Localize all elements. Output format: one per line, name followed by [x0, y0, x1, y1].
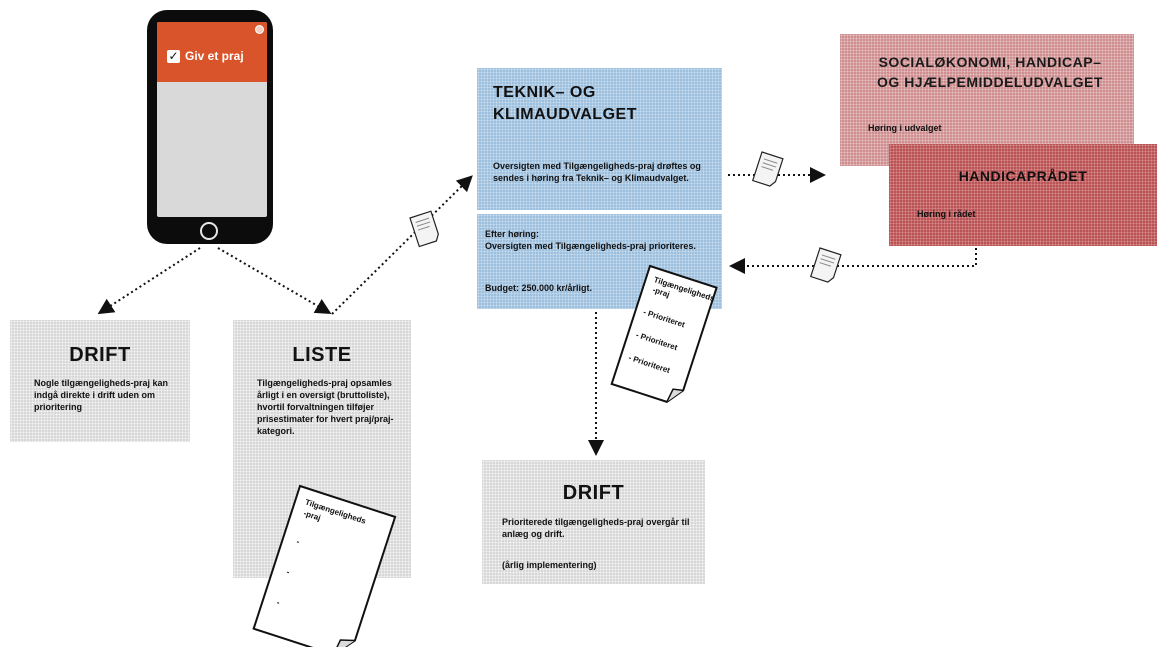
- social-committee-text: Høring i udvalget: [868, 123, 942, 133]
- drift-bottom-title: DRIFT: [562, 482, 625, 504]
- phone-home-button: [200, 222, 218, 240]
- social-committee-title: SOCIALØKONOMI, HANDICAP– OG HJÆLPEMIDDEL…: [850, 52, 1130, 92]
- checkbox-icon: ✓: [167, 49, 180, 63]
- drift-box-bottom: DRIFT Prioriterede tilgængeligheds-praj …: [482, 460, 705, 584]
- budget-text: Budget: 250.000 kr/årligt.: [485, 283, 593, 293]
- document-icon-teknik-social: [751, 151, 784, 187]
- arrow-phone-to-drift: [97, 247, 201, 315]
- document-icon-liste-teknik: [409, 210, 439, 248]
- teknik-title-line1: TEKNIK– OG: [493, 84, 596, 101]
- teknik-title-line2: KLIMAUDVALGET: [493, 106, 637, 123]
- teknik-title: TEKNIK– OG KLIMAUDVALGET: [493, 82, 693, 126]
- social-title-line1: SOCIALØKONOMI, HANDICAP–: [878, 54, 1102, 70]
- after-hearing-text: Efter høring: Oversigten med Tilgængelig…: [485, 229, 696, 251]
- teknik-description: Oversigten med Tilgængeligheds-praj drøf…: [493, 161, 701, 183]
- arrow-handicap-to-teknik: [729, 248, 977, 274]
- document-liste: Tilgængeligheds -praj - - -: [252, 484, 397, 647]
- phone-app-header: ✓ Giv et praj: [157, 22, 267, 82]
- liste-doc-bullet-2: -: [286, 567, 292, 576]
- phone-screen: ✓ Giv et praj: [157, 22, 267, 217]
- handicap-council-box: HANDICAPRÅDET Høring i rådet: [889, 144, 1157, 246]
- liste-doc-bullet-3: -: [276, 598, 282, 607]
- drift-bottom-description: Prioriterede tilgængeligheds-praj overgå…: [502, 517, 690, 539]
- document-icon-handicap-teknik: [809, 247, 842, 283]
- social-title-line2: OG HJÆLPEMIDDELUDVALGET: [877, 74, 1103, 90]
- teknik-divider: [477, 211, 722, 213]
- gear-icon: [255, 25, 264, 34]
- handicap-council-text: Høring i rådet: [917, 209, 976, 219]
- drift-title: DRIFT: [69, 344, 131, 366]
- drift-description: Nogle tilgængeligheds-praj kan indgå dir…: [34, 378, 169, 412]
- document-teknik: Tilgængeligheds -praj - Prioriteret - Pr…: [610, 264, 718, 403]
- handicap-council-title: HANDICAPRÅDET: [958, 168, 1088, 184]
- teknik-box: TEKNIK– OG KLIMAUDVALGET Oversigten med …: [477, 68, 722, 210]
- liste-doc-bullet-1: -: [295, 537, 301, 546]
- phone-button-label: Giv et praj: [185, 49, 244, 63]
- liste-description: Tilgængeligheds-praj opsamles årligt i e…: [257, 378, 394, 436]
- arrow-liste-to-teknik: [331, 175, 473, 315]
- drift-bottom-note: (årlig implementering): [502, 560, 597, 570]
- liste-title: LISTE: [292, 344, 352, 366]
- drift-box-left: DRIFT Nogle tilgængeligheds-praj kan ind…: [10, 320, 190, 442]
- arrow-phone-to-liste: [217, 247, 332, 315]
